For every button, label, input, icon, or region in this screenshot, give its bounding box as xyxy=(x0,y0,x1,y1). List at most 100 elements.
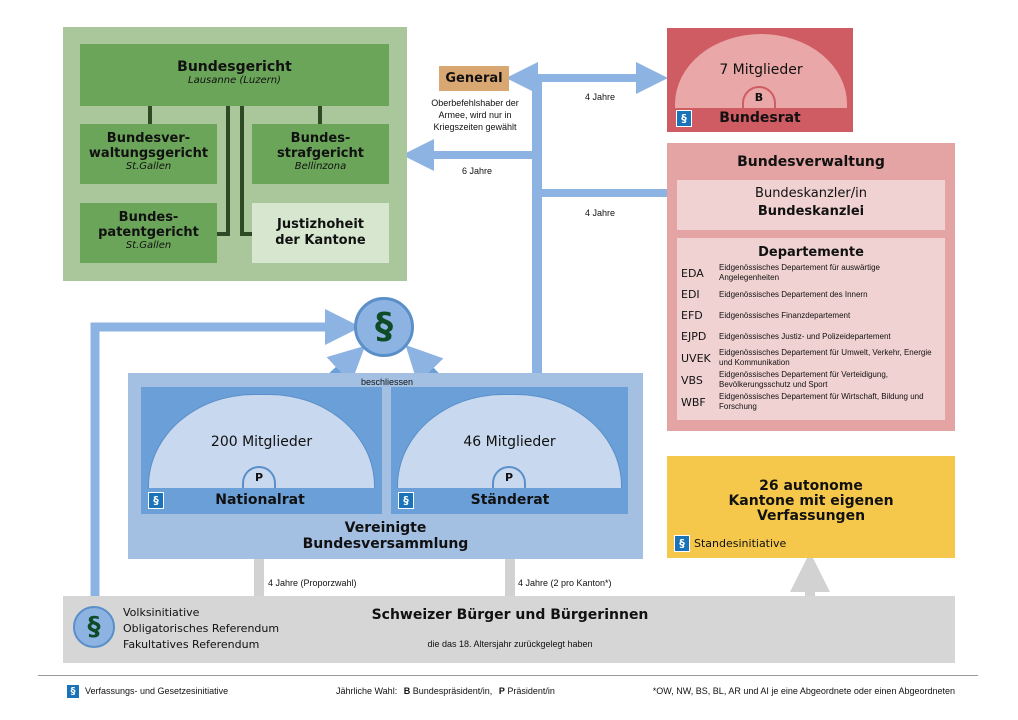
general-note-line: Kriegszeiten gewählt xyxy=(433,122,517,132)
buerger-paragraph-glyph: § xyxy=(87,612,101,642)
kantone-line2: Kantone mit eigenen xyxy=(728,493,894,509)
departement-row: WBF Eidgenössisches Departement für Wirts… xyxy=(677,391,945,413)
nationalrat-president-marker: P xyxy=(242,466,276,488)
departement-name: Eidgenössisches Departement für Umwelt, … xyxy=(719,348,932,367)
bundesversammlung-title: Vereinigte Bundesversammlung xyxy=(128,520,643,552)
bundesrat-years-label: 4 Jahre xyxy=(585,92,616,102)
legend-initiative: Verfassungs- und Gesetzesinitiative xyxy=(85,686,229,696)
bundesversammlung-line1: Vereinigte xyxy=(344,520,427,536)
legend-election: Jährliche Wahl: B Bundespräsident/in, P … xyxy=(336,686,555,696)
legend-paragraph-icon: § xyxy=(66,684,80,699)
staenderat-title: Ständerat xyxy=(470,492,550,508)
justizhoheit-line2: der Kantone xyxy=(275,233,366,248)
bundesgericht-location: Lausanne (Luzern) xyxy=(188,75,281,86)
patentgericht-line2: patentgericht xyxy=(98,225,199,240)
departement-row: EJPD Eidgenössisches Justiz- und Polizeid… xyxy=(677,326,945,347)
legend-election-prefix: Jährliche Wahl: xyxy=(336,686,398,696)
nationalrat-letter: P xyxy=(254,471,264,484)
departemente-title: Departemente xyxy=(758,245,864,260)
patentgericht-box: Bundes- patentgericht St.Gallen xyxy=(80,203,217,263)
bundesrat-members: 7 Mitglieder xyxy=(719,62,803,78)
legend-footnote: *OW, NW, BS, BL, AR und AI je eine Abgeo… xyxy=(652,686,955,696)
departement-abbr: EDI xyxy=(681,288,700,301)
departement-name: Eidgenössisches Departement für auswärti… xyxy=(719,263,880,282)
departement-row: VBS Eidgenössisches Departement für Verte… xyxy=(677,369,945,391)
bundesgericht-box: Bundesgericht Lausanne (Luzern) xyxy=(80,44,389,106)
legend-b-text: Bundespräsident/in, xyxy=(412,686,493,696)
staenderat-president-marker: P xyxy=(492,466,526,488)
nationalrat-election-label: 4 Jahre (Proporzwahl) xyxy=(268,578,357,588)
departement-abbr: UVEK xyxy=(681,351,711,365)
departement-row: EDA Eidgenössisches Departement für auswä… xyxy=(677,262,945,284)
kantone-paragraph-icon: § xyxy=(674,535,690,552)
kanzler-label: Bundeskanzler/in xyxy=(755,186,867,201)
right-fakultatives-referendum: Fakultatives Referendum xyxy=(123,638,260,651)
departemente-box: Departemente EDA Eidgenössisches Departem… xyxy=(677,238,945,420)
patentgericht-line1: Bundes- xyxy=(118,210,179,225)
buerger-paragraph-icon: § xyxy=(73,606,115,648)
buerger-rights: Volksinitiative Obligatorisches Referend… xyxy=(123,605,279,653)
legend-b-letter: B xyxy=(403,686,411,696)
bundesrat-paragraph-icon: § xyxy=(676,110,692,127)
verwaltungsgericht-location: St.Gallen xyxy=(125,161,172,172)
strafgericht-line2: strafgericht xyxy=(277,146,364,161)
nationalrat-title: Nationalrat xyxy=(215,492,305,508)
kantone-title: 26 autonome Kantone mit eigenen Verfassu… xyxy=(667,479,955,524)
departement-abbr: WBF xyxy=(681,395,706,409)
courts-years-label: 6 Jahre xyxy=(462,166,493,176)
departement-name: Eidgenössisches Finanzdepartement xyxy=(719,310,851,320)
standesinitiative-label: Standesinitiative xyxy=(694,537,787,550)
bundesversammlung-line2: Bundesversammlung xyxy=(302,536,469,552)
departement-abbr: VBS xyxy=(681,373,703,387)
constitution-paragraph-icon: § xyxy=(354,297,414,357)
departement-row: UVEK Eidgenössisches Departement für Umwe… xyxy=(677,347,945,369)
legend-p-text: Präsident/in xyxy=(507,686,555,696)
strafgericht-location: Bellinzona xyxy=(294,161,347,172)
staenderat-election-label: 4 Jahre (2 pro Kanton*) xyxy=(518,578,612,588)
staenderat-paragraph-icon: § xyxy=(398,492,414,509)
departement-abbr: EFD xyxy=(681,309,703,322)
bundesgericht-title: Bundesgericht xyxy=(177,59,292,75)
departement-abbr: EJPD xyxy=(681,330,707,343)
verwaltungsgericht-line1: Bundesver- xyxy=(106,131,191,146)
general-note-line: Oberbefehlshaber der xyxy=(431,98,519,108)
departement-name: Eidgenössisches Departement des Innern xyxy=(719,289,868,299)
kantone-line1: 26 autonome xyxy=(759,478,863,494)
kantone-box xyxy=(667,456,955,558)
departement-row: EDI Eidgenössisches Departement des Inner… xyxy=(677,284,945,305)
general-box: General xyxy=(439,66,509,91)
right-volksinitiative: Volksinitiative xyxy=(123,606,200,619)
bundesrat-letter: B xyxy=(754,91,764,104)
nationalrat-paragraph-icon: § xyxy=(148,492,164,509)
kanzler-years-label: 4 Jahre xyxy=(585,208,616,218)
beschliessen-label: beschliessen xyxy=(361,377,414,387)
patentgericht-location: St.Gallen xyxy=(125,240,172,251)
buerger-subtitle: die das 18. Altersjahr zurückgelegt habe… xyxy=(427,639,593,649)
court-connector xyxy=(240,106,244,236)
bundesrat-title: Bundesrat xyxy=(719,110,801,126)
general-note: Oberbefehlshaber der Armee, wird nur in … xyxy=(422,97,528,133)
staenderat-members: 46 Mitglieder xyxy=(463,434,556,450)
departemente-list: EDA Eidgenössisches Departement für auswä… xyxy=(677,262,945,413)
strafgericht-box: Bundes- strafgericht Bellinzona xyxy=(252,124,389,184)
kanzlei-label: Bundeskanzlei xyxy=(757,204,865,219)
court-connector xyxy=(240,232,253,236)
departement-abbr: EDA xyxy=(681,266,704,280)
departement-name: Eidgenössisches Departement für Wirtscha… xyxy=(719,392,924,411)
justizhoheit-line1: Justizhoheit xyxy=(277,217,364,232)
verwaltungsgericht-line2: waltungsgericht xyxy=(88,146,209,161)
nationalrat-members: 200 Mitglieder xyxy=(210,434,313,450)
verwaltungsgericht-box: Bundesver- waltungsgericht St.Gallen xyxy=(80,124,217,184)
initiative-arrow xyxy=(90,309,361,596)
departement-name: Eidgenössisches Justiz- und Polizeidepar… xyxy=(719,331,891,341)
verwaltung-title: Bundesverwaltung xyxy=(737,154,885,170)
court-connector xyxy=(318,106,322,124)
general-note-line: Armee, wird nur in xyxy=(438,110,512,120)
strafgericht-line1: Bundes- xyxy=(290,131,351,146)
departement-name: Eidgenössisches Departement für Verteidi… xyxy=(719,370,888,389)
kantone-line3: Verfassungen xyxy=(756,508,866,524)
bundesrat-president-marker: B xyxy=(742,86,776,108)
court-connector xyxy=(217,232,230,236)
staenderat-letter: P xyxy=(504,471,514,484)
buerger-box xyxy=(63,596,955,663)
